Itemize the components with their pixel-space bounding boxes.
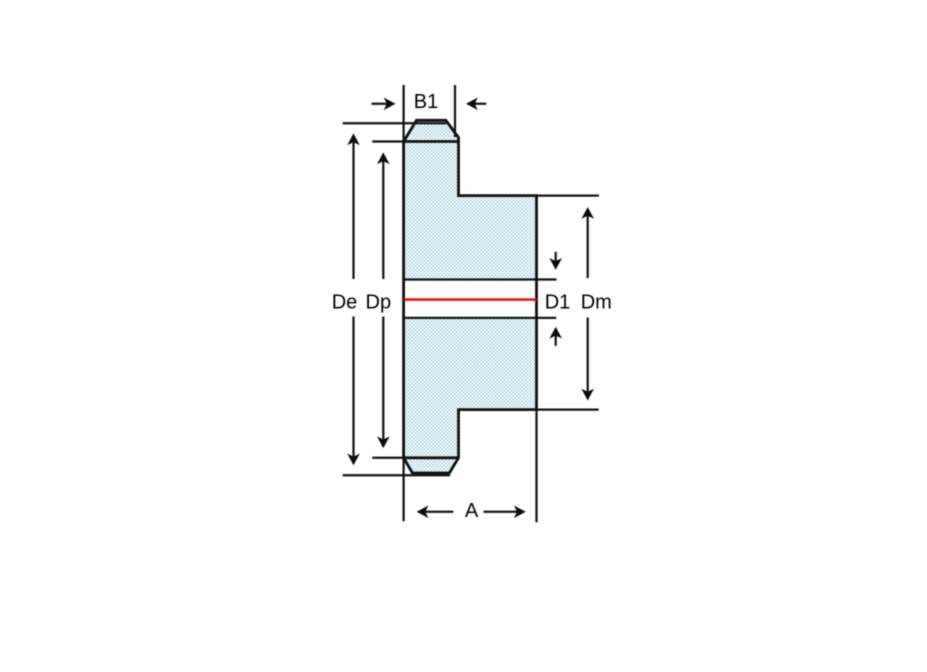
svg-text:D1: D1 [545,291,571,313]
svg-text:Dp: Dp [366,291,392,313]
svg-text:Dm: Dm [581,291,612,313]
svg-text:De: De [332,291,358,313]
svg-text:A: A [465,500,479,522]
svg-text:B1: B1 [414,91,438,113]
